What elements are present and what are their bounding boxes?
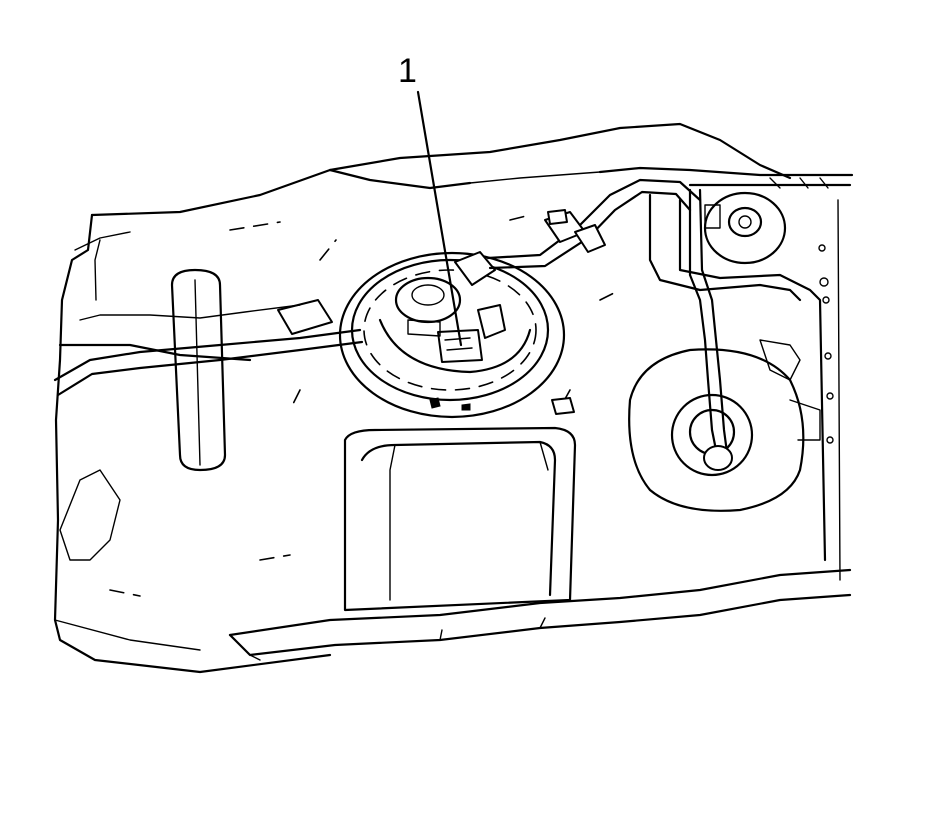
- frame-rail: [598, 166, 854, 581]
- vent-port: [688, 188, 787, 462]
- tank-strap: [170, 268, 227, 472]
- tank-channel: [343, 426, 577, 612]
- fuel-pump-module: [338, 251, 566, 419]
- sump-outlet: [628, 339, 821, 512]
- fuel-tank-outline: [53, 122, 792, 674]
- clips: [547, 209, 575, 415]
- callout-number: 1: [398, 52, 417, 90]
- fuel-lines: [53, 178, 702, 397]
- tank-lower-edge: [54, 469, 852, 661]
- callout-leader-line: [416, 90, 463, 347]
- surface-contours: [109, 214, 621, 597]
